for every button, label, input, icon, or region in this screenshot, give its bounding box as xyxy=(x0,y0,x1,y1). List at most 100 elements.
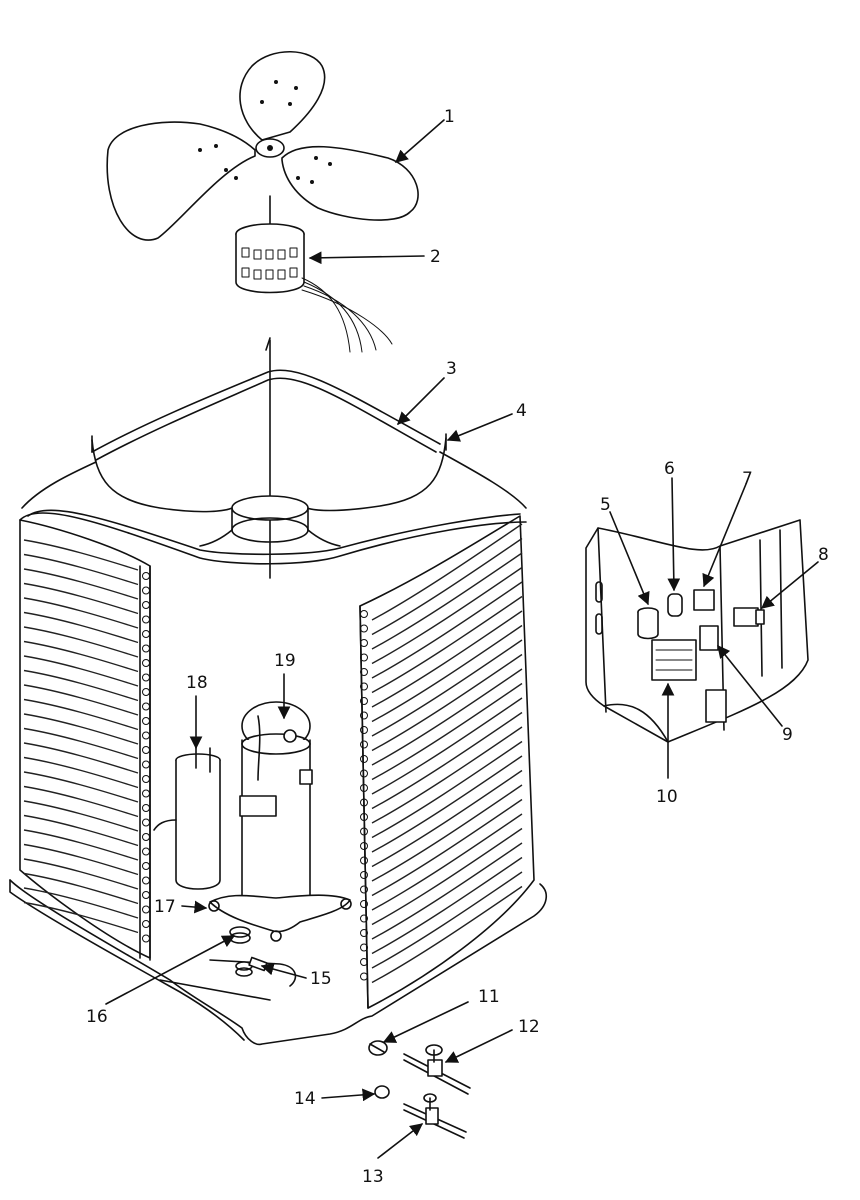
coil-tube-end xyxy=(142,615,150,624)
callout-11: 11 xyxy=(478,987,500,1007)
coil-tube-end xyxy=(142,731,150,740)
coil-fin xyxy=(371,697,523,795)
coil-fin xyxy=(371,595,523,694)
coil-fin xyxy=(23,829,139,861)
fan-guard xyxy=(91,337,447,579)
leader-12 xyxy=(444,1029,513,1063)
coil-tube-end xyxy=(360,697,368,705)
fan-motor xyxy=(235,195,393,353)
coil-tube-end xyxy=(360,885,368,894)
leader-4 xyxy=(446,413,513,442)
coil-fin xyxy=(371,610,523,708)
coil-tube-end xyxy=(142,891,150,899)
coil-fin xyxy=(371,653,523,752)
leader-2 xyxy=(308,251,425,265)
coil-fin xyxy=(371,784,523,882)
coil-fin xyxy=(23,684,139,716)
coil-tube-end xyxy=(142,920,150,928)
coil-fin xyxy=(23,771,139,803)
callout-numbers: 1 2 3 4 5 6 7 8 9 10 11 12 13 14 15 16 1… xyxy=(86,107,829,1187)
coil-tube-end xyxy=(142,630,150,638)
coil-tube-end xyxy=(142,688,150,696)
coil-fin xyxy=(23,597,139,629)
coil-fin xyxy=(23,756,139,789)
coil-tube-end xyxy=(360,929,368,937)
callout-10: 10 xyxy=(656,787,678,807)
coil-fin xyxy=(371,842,523,940)
callout-15: 15 xyxy=(310,969,332,989)
leader-8 xyxy=(761,561,819,609)
coil-tube-end xyxy=(142,847,150,856)
coil-fin xyxy=(371,639,523,737)
coil-tube-end xyxy=(360,668,368,676)
coil-tube-end xyxy=(142,572,150,580)
leader-15 xyxy=(260,962,307,979)
leader-9 xyxy=(717,645,783,727)
coil-fin xyxy=(371,726,523,824)
callout-13: 13 xyxy=(362,1167,384,1187)
coil-fin xyxy=(371,740,523,839)
coil-tube-end xyxy=(142,775,150,783)
coil-tube-end xyxy=(142,905,150,914)
coil-tube-end xyxy=(142,644,150,653)
coil-tube-end xyxy=(360,624,368,633)
coil-fin xyxy=(23,553,139,586)
coil-tube-end xyxy=(360,769,368,778)
coil-fin xyxy=(23,582,139,615)
coil-tube-end xyxy=(142,862,150,870)
leader-11 xyxy=(382,1001,469,1043)
coil-tube-end xyxy=(360,827,368,836)
right-coil xyxy=(359,515,535,1009)
callout-19: 19 xyxy=(274,651,296,671)
coil-tube-end xyxy=(360,972,368,981)
coil-fin xyxy=(371,769,523,868)
coil-fin xyxy=(23,611,139,644)
coil-tube-end xyxy=(360,682,368,691)
coil-tube-end xyxy=(360,711,368,720)
coil-fin xyxy=(23,669,139,702)
coil-fin xyxy=(371,827,523,926)
coil-fin xyxy=(23,655,139,687)
coil-tube-end xyxy=(142,760,150,769)
control-box xyxy=(585,519,809,743)
callout-17: 17 xyxy=(154,897,176,917)
coil-fin xyxy=(23,713,139,745)
coil-tube-end xyxy=(360,653,368,662)
coil-fin xyxy=(23,539,139,571)
coil-fin xyxy=(371,566,523,665)
coil-tube-end xyxy=(360,726,368,734)
coil-fin xyxy=(371,682,523,781)
coil-fin xyxy=(23,742,139,774)
coil-fin xyxy=(23,626,139,658)
coil-tube-end xyxy=(360,610,368,618)
coil-fin xyxy=(371,755,523,853)
coil-tube-end xyxy=(142,934,150,943)
coil-fin xyxy=(23,698,139,731)
leader-16 xyxy=(105,935,236,1005)
coil-fin xyxy=(23,872,139,905)
coil-fin xyxy=(371,798,523,897)
coil-fin xyxy=(23,901,139,934)
coil-fin xyxy=(371,668,523,766)
coil-tube-end xyxy=(142,673,150,682)
coil-fin xyxy=(23,568,139,600)
coil-tube-end xyxy=(360,856,368,865)
coil-tube-end xyxy=(142,586,150,595)
coil-fin xyxy=(371,552,523,650)
coil-tube-end xyxy=(360,639,368,647)
coil-tube-end xyxy=(360,755,368,763)
coil-tube-end xyxy=(142,659,150,667)
coil-fin xyxy=(23,800,139,832)
coil-fin xyxy=(23,814,139,847)
coil-fin xyxy=(371,624,523,723)
coil-tube-end xyxy=(360,900,368,908)
callout-12: 12 xyxy=(518,1017,540,1037)
coil-tube-end xyxy=(142,746,150,754)
callout-14: 14 xyxy=(294,1089,316,1109)
coil-fin xyxy=(371,581,523,679)
coil-tube-end xyxy=(142,601,150,609)
coil-fin xyxy=(371,885,523,984)
coil-tube-end xyxy=(142,818,150,827)
coil-tube-end xyxy=(142,833,150,841)
